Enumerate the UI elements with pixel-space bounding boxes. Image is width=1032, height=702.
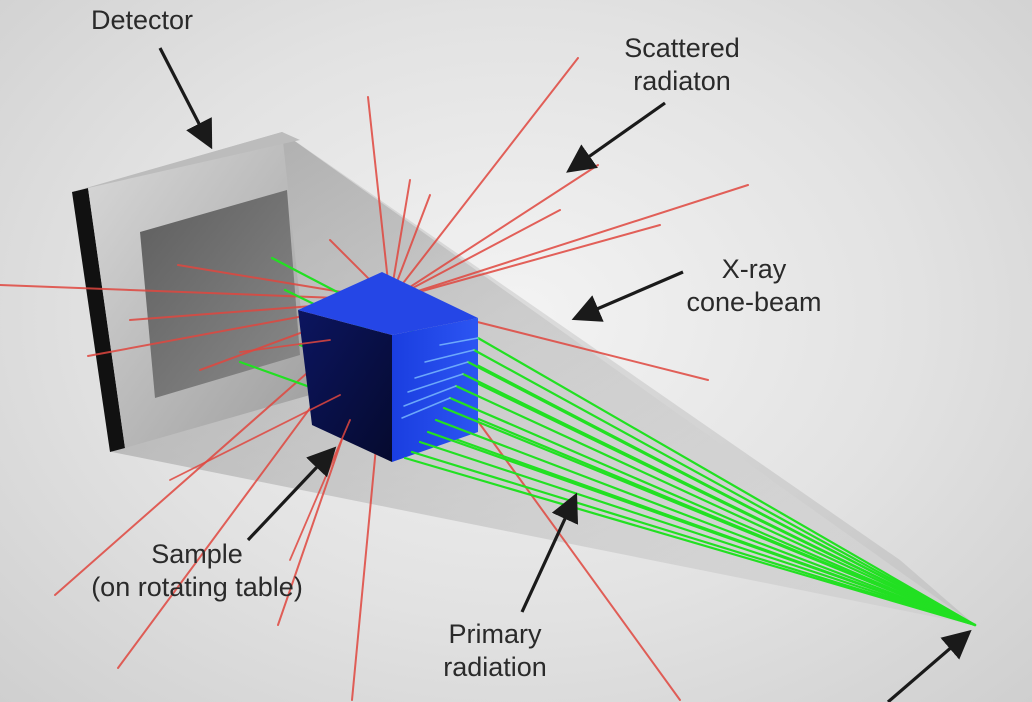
primary-arrow bbox=[520, 492, 579, 613]
sample-arrow bbox=[246, 446, 337, 542]
primary-radiation-front bbox=[401, 336, 977, 627]
primary-radiation-label: Primary radiation bbox=[443, 619, 547, 682]
detector-label: Detector bbox=[90, 5, 194, 35]
xray-cone-beam-label: X-ray cone-beam bbox=[686, 254, 822, 317]
detector-arrow bbox=[158, 47, 213, 150]
scattered-arrow bbox=[566, 101, 666, 173]
xray-cone-beam bbox=[112, 132, 975, 625]
scattered-radiation-label: Scattered radiaton bbox=[624, 33, 740, 96]
source-arrow bbox=[886, 629, 972, 702]
sample-label: Sample (on rotating table) bbox=[91, 539, 303, 602]
scattered-radiation-front bbox=[169, 339, 351, 561]
detector bbox=[72, 132, 310, 452]
xray-cone-arrow bbox=[571, 270, 684, 322]
pointer-arrows bbox=[158, 47, 972, 702]
